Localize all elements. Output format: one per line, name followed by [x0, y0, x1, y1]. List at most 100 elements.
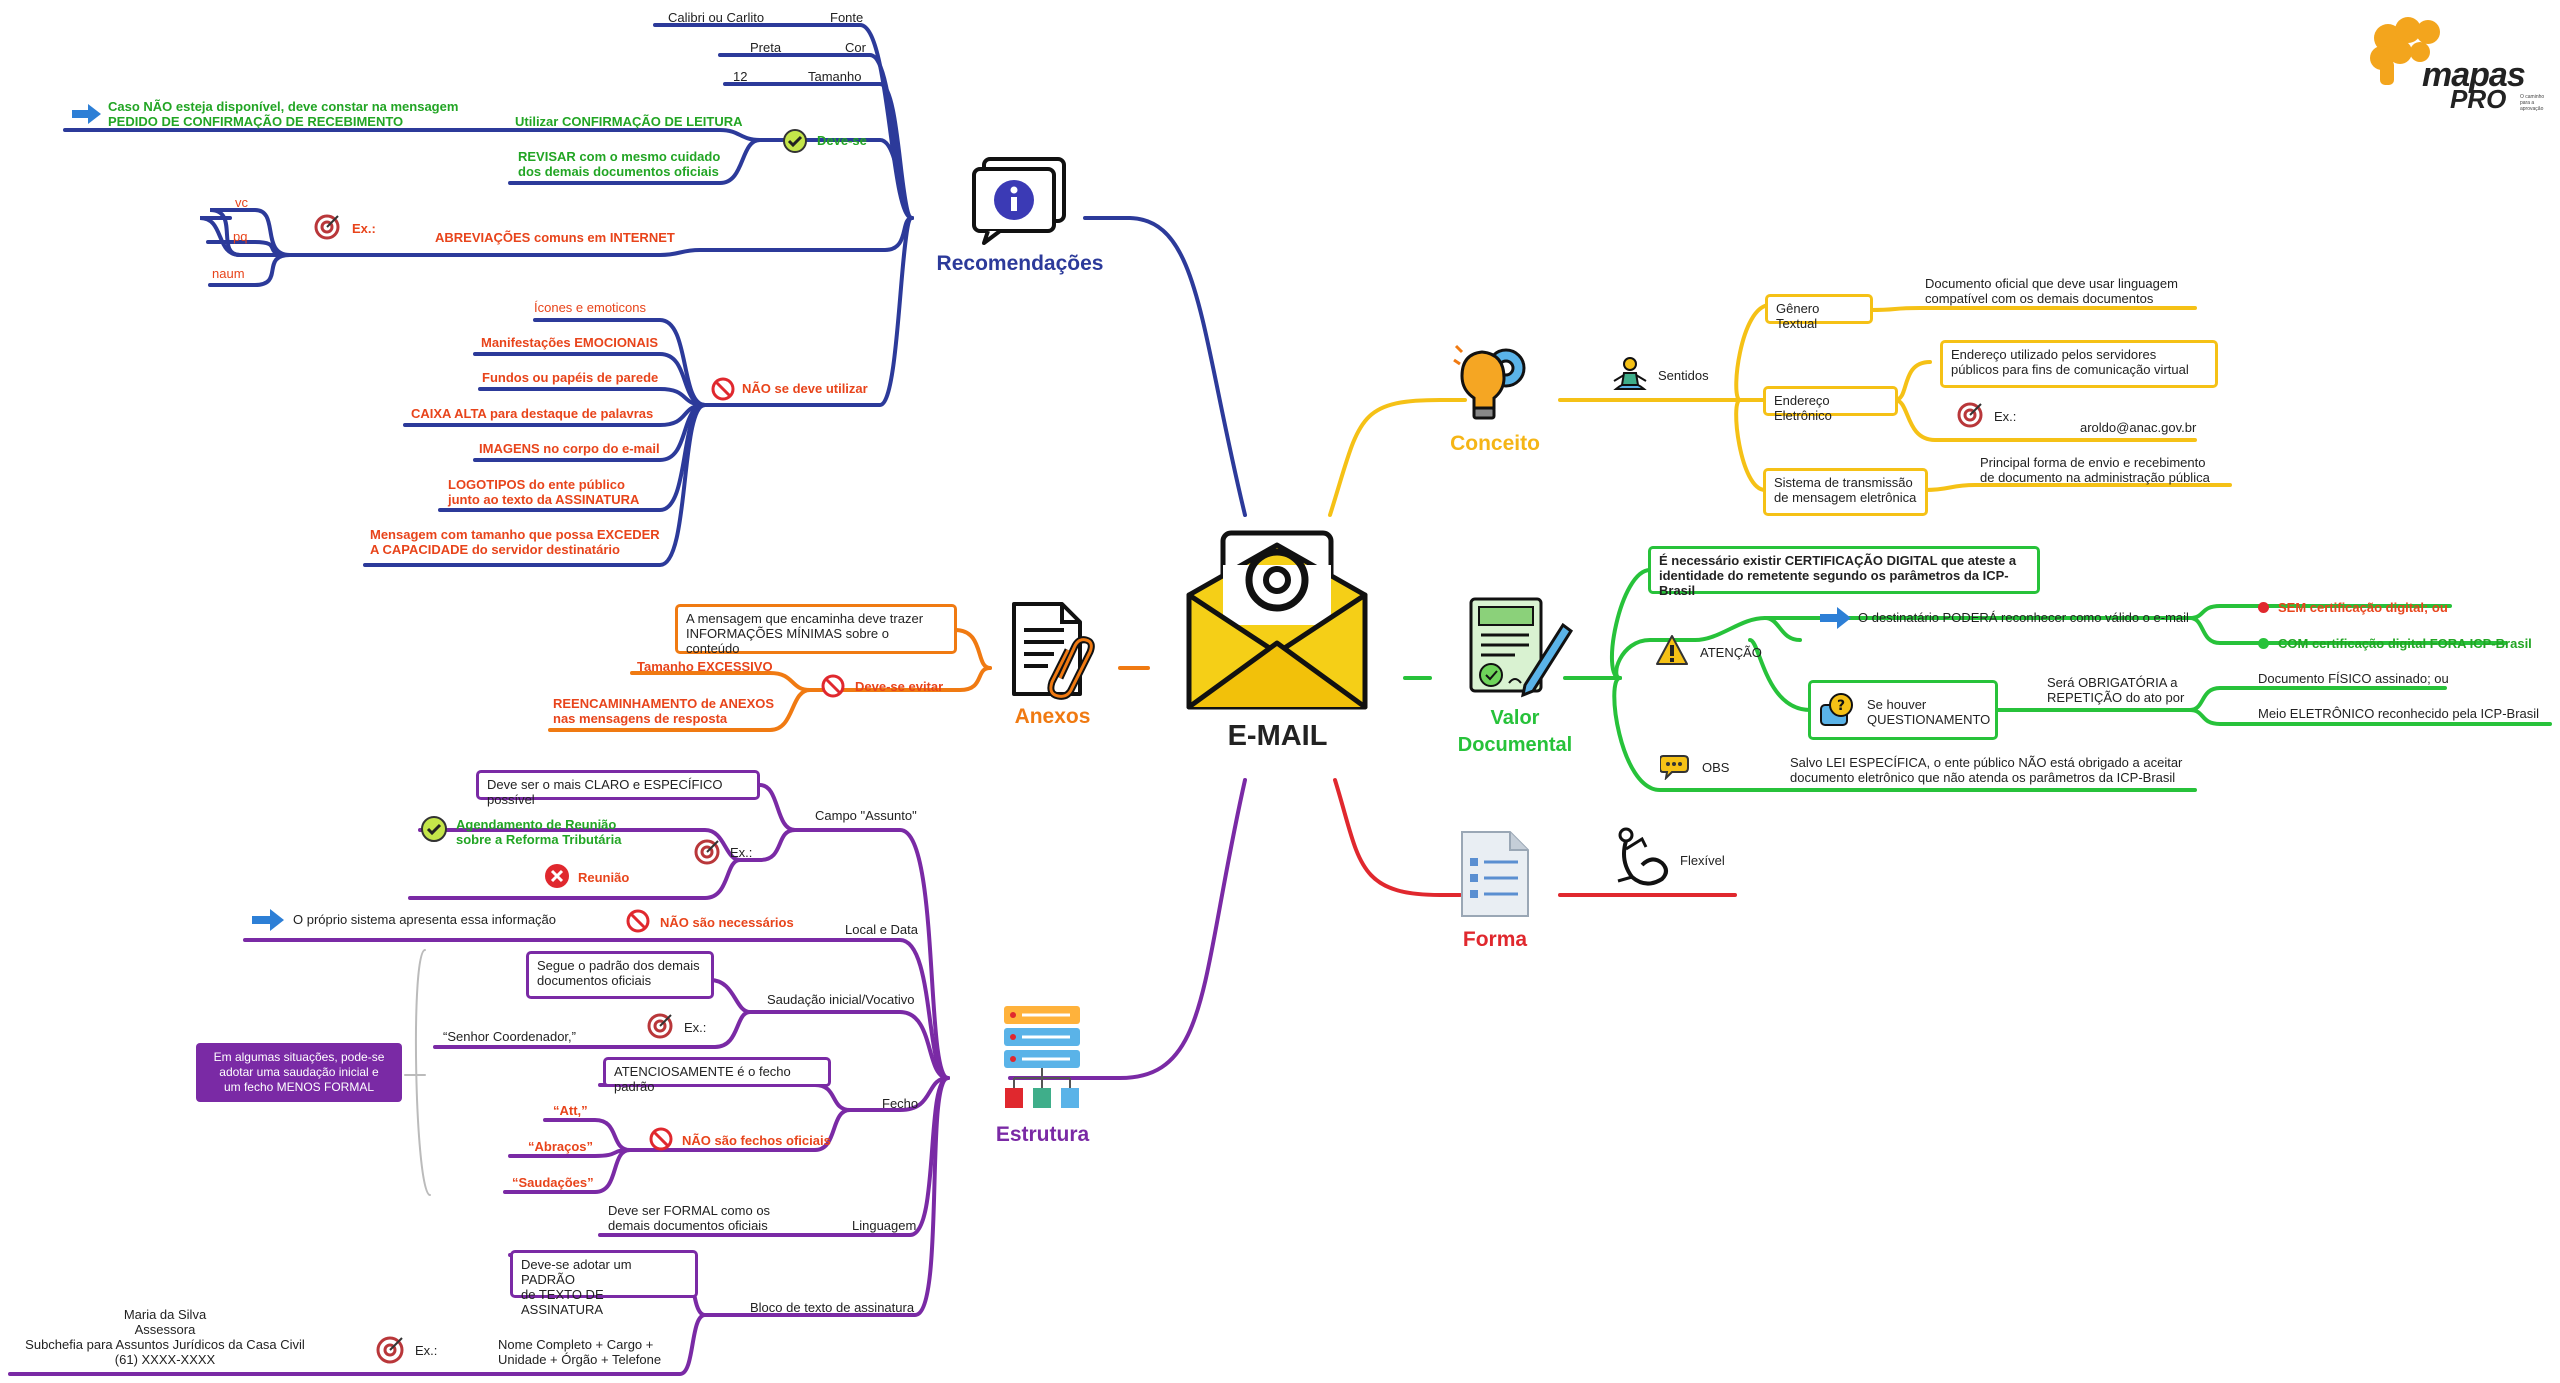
fisico-text: Documento FÍSICO assinado; ou — [2258, 671, 2449, 686]
nao-item-imagens: IMAGENS no corpo do e-mail — [479, 441, 660, 456]
linguagem-text-1: Deve ser FORMAL como os — [608, 1203, 771, 1218]
assunto-good-1: Agendamento de Reunião — [456, 817, 617, 832]
abrev-item-pq: pq — [233, 229, 248, 244]
revisar-1: REVISAR com o mesmo cuidado — [518, 149, 721, 164]
fecho-item-abracos: “Abraços” — [528, 1139, 594, 1154]
x-circle-icon — [543, 862, 571, 890]
endereco-desc-2: públicos para fins de comunicação virtua… — [1951, 362, 2189, 377]
forma-title: Forma — [1462, 928, 1528, 951]
nao-tam-1: Mensagem com tamanho que possa EXCEDER — [370, 527, 660, 542]
genero-box: Gênero Textual — [1765, 294, 1873, 331]
logo-sub: PRO — [2450, 84, 2507, 114]
saudacao-example: “Senhor Coordenador,” — [443, 1029, 576, 1044]
anexos-evitar: Deve-se evitar — [855, 679, 944, 694]
local-label: Local e Data — [845, 922, 918, 937]
endereco-desc-box: Endereço utilizado pelos servidores públ… — [1940, 340, 2218, 388]
nao-label: NÃO se deve utilizar — [742, 381, 868, 396]
tamanho-value: 12 — [733, 69, 748, 84]
logo-brand: mapas — [2422, 56, 2526, 94]
certificacao-box: É necessário existir CERTIFICAÇÃO DIGITA… — [1648, 546, 2040, 598]
confirm-note-1: Caso NÃO esteja disponível, deve constar… — [108, 99, 459, 114]
quest-line1: Se houver — [1867, 697, 1927, 712]
abrev-ex: Ex.: — [352, 221, 376, 236]
cert-line1: É necessário existir CERTIFICAÇÃO DIGITA… — [1659, 553, 2017, 568]
speech-bubble-icon — [1660, 752, 1694, 780]
linguagem-label: Linguagem — [852, 1218, 917, 1233]
bloco-sig-name: Maria da Silva — [123, 1307, 207, 1322]
recomendacoes-title: Recomendações — [936, 252, 1104, 275]
confirm-note-2: PEDIDO DE CONFIRMAÇÃO DE RECEBIMENTO — [108, 114, 404, 129]
endereco-desc-1: Endereço utilizado pelos servidores — [1951, 347, 2157, 362]
conceito-title: Conceito — [1450, 432, 1540, 455]
arrow-right-icon — [70, 103, 102, 125]
anexos-excessivo: Tamanho EXCESSIVO — [637, 659, 773, 674]
informal-note-line2: adotar uma saudação inicial e — [219, 1065, 379, 1079]
nao-item-icones: Ícones e emoticons — [534, 300, 647, 315]
yoga-flexible-icon — [1612, 825, 1672, 893]
bloco-fields-1: Nome Completo + Cargo + — [498, 1337, 654, 1352]
sem-cert: SEM certificação digital; ou — [2278, 600, 2448, 615]
cor-label: Cor — [845, 40, 866, 55]
valor-title-1: Valor — [1490, 707, 1540, 729]
arrow-right-icon — [1818, 606, 1852, 630]
target-icon — [375, 1335, 405, 1365]
assunto-box: Deve ser o mais CLARO e ESPECÍFICO possí… — [476, 770, 760, 807]
bloco-label: Bloco de texto de assinatura — [750, 1300, 915, 1315]
valor-title-2: Documental — [1457, 734, 1573, 756]
check-circle-icon — [420, 815, 448, 843]
nao-item-caixa-alta: CAIXA ALTA para destaque de palavras — [411, 406, 654, 421]
center-title: E-MAIL — [1227, 720, 1328, 752]
flexivel-label: Flexível — [1680, 853, 1725, 868]
info-chat-icon — [970, 155, 1070, 245]
check-circle-icon — [782, 128, 808, 154]
assinatura-box-line2: de TEXTO DE ASSINATURA — [521, 1287, 604, 1317]
abreviacoes-label: ABREVIAÇÕES comuns em INTERNET — [435, 230, 675, 245]
fecho-item-saudacoes: “Saudações” — [512, 1175, 594, 1190]
obs-line1: Salvo LEI ESPECÍFICA, o ente público NÃO… — [1790, 755, 2183, 770]
fecho-box: ATENCIOSAMENTE é o fecho padrão — [603, 1057, 831, 1094]
bullet-green-dot — [2258, 638, 2269, 649]
sistema-box: Sistema de transmissão de mensagem eletr… — [1763, 468, 1928, 516]
fonte-label: Fonte — [830, 10, 864, 25]
assunto-good-2: sobre a Reforma Tributária — [456, 832, 622, 847]
prohibited-icon — [625, 908, 651, 934]
fecho-item-att: “Att,” — [553, 1103, 588, 1118]
local-nao: NÃO são necessários — [660, 915, 794, 930]
meio-text: Meio ELETRÔNICO reconhecido pela ICP-Bra… — [2258, 706, 2540, 721]
obrig-line2: REPETIÇÃO do ato por — [2047, 690, 2185, 705]
anexos-reenc-1: REENCAMINHAMENTO de ANEXOS — [553, 696, 775, 711]
tamanho-label: Tamanho — [808, 69, 862, 84]
brand-logo: mapas PRO O caminho para a aprovação — [2360, 10, 2545, 120]
structure-icon — [1000, 1002, 1085, 1112]
arrow-right-icon — [250, 908, 286, 932]
informal-note: Em algumas situações, pode-se adotar uma… — [196, 1043, 402, 1102]
assunto-label: Campo "Assunto" — [815, 808, 917, 823]
nao-logo-1: LOGOTIPOS do ente público — [448, 477, 625, 492]
obrig-line1: Será OBRIGATÓRIA a — [2047, 675, 2178, 690]
genero-desc-2: compatível com os demais documentos — [1925, 291, 2154, 306]
local-note: O próprio sistema apresenta essa informa… — [293, 912, 557, 927]
anexos-box-line2: INFORMAÇÕES MÍNIMAS sobre o conteúdo — [686, 626, 889, 656]
sentidos-label: Sentidos — [1658, 368, 1709, 383]
estrutura-title: Estrutura — [995, 1123, 1090, 1146]
bloco-sig-role: Assessora — [134, 1322, 196, 1337]
revisar-2: dos demais documentos oficiais — [518, 164, 719, 179]
target-icon — [1956, 401, 1984, 429]
fonte-value: Calibri ou Carlito — [668, 10, 765, 25]
attachment-document-icon — [1008, 600, 1098, 700]
anexos-title: Anexos — [1014, 705, 1091, 728]
assunto-ex: Ex.: — [730, 845, 753, 860]
anexos-box: A mensagem que encaminha deve trazer INF… — [675, 604, 957, 656]
bloco-sig-org: Subchefia para Assuntos Jurídicos da Cas… — [25, 1337, 305, 1352]
abrev-item-naum: naum — [212, 266, 245, 281]
obs-label: OBS — [1702, 760, 1730, 775]
target-icon — [646, 1012, 674, 1040]
quest-line2: QUESTIONAMENTO — [1867, 712, 1991, 727]
sistema-label-2: de mensagem eletrônica — [1774, 490, 1917, 505]
informal-note-line1: Em algumas situações, pode-se — [213, 1050, 385, 1064]
nao-item-emocionais: Manifestações EMOCIONAIS — [481, 335, 658, 350]
sistema-label-1: Sistema de transmissão — [1774, 475, 1913, 490]
informal-note-line3: um fecho MENOS FORMAL — [223, 1080, 375, 1094]
confirm-leitura: Utilizar CONFIRMAÇÃO DE LEITURA — [515, 114, 743, 129]
